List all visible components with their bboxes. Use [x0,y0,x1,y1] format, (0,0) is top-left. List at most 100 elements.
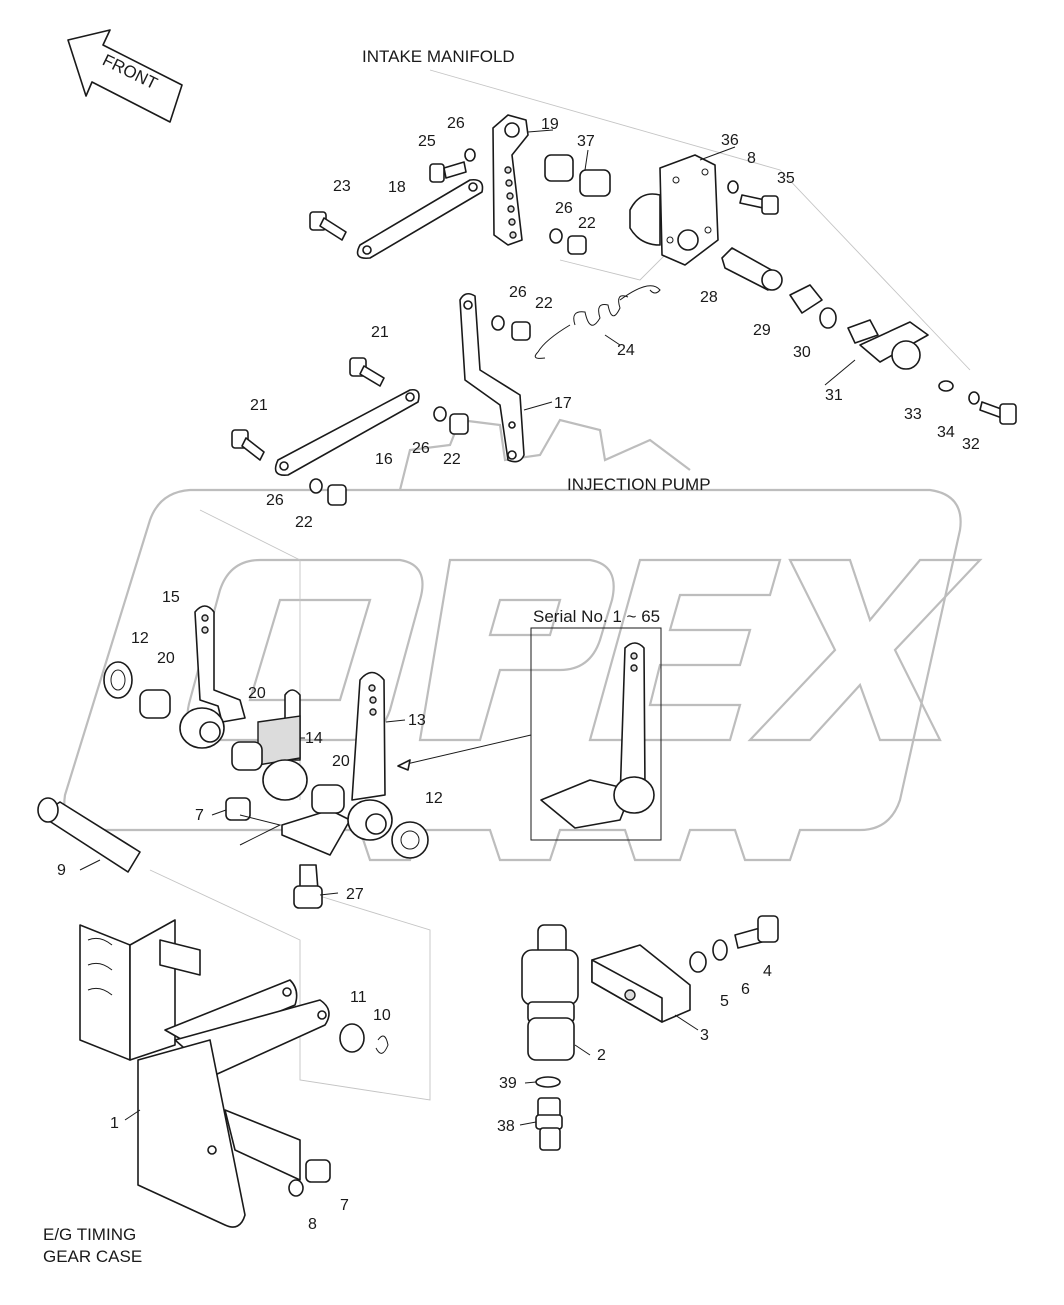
callout-9: 9 [57,862,66,879]
callout-34: 34 [937,424,955,441]
part-26-washer-mid [549,228,563,244]
part-30-clip [819,307,837,329]
callout-15: 15 [162,589,180,606]
callout-20-b: 20 [248,685,266,702]
part-31-plate [847,319,929,370]
callout-22-left: 22 [295,514,313,531]
part-14-lever [231,689,308,801]
callout-26-top: 26 [447,115,465,132]
callout-14: 14 [305,730,323,747]
callout-13: 13 [408,712,426,729]
callout-18: 18 [388,179,406,196]
callout-39: 39 [499,1075,517,1092]
part-16-link [274,388,420,477]
part-32-bolt [979,401,1017,425]
timing-case-label-line2: GEAR CASE [43,1247,142,1266]
part-18-link [356,178,484,260]
part-3-block [591,944,691,1023]
part-24-spring [534,285,661,359]
part-13-lever [281,671,393,856]
part-22-nut-mid [567,235,587,255]
callout-30: 30 [793,344,811,361]
part-20-bushing-right [311,784,345,814]
callout-numbers: 1 2 3 4 5 6 7 7 8 8 9 10 11 12 12 13 14 … [57,115,980,1233]
part-12-washer-right [391,821,429,859]
part-34-washer [968,391,980,405]
part-17-lever [459,292,525,463]
part-23-bolt [309,211,347,241]
part-8-washer-top [727,180,739,194]
part-26-washer-upper [491,315,505,331]
serial-inset-box [530,627,662,841]
callout-20-c: 20 [332,753,350,770]
callout-36: 36 [721,132,739,149]
callout-32: 32 [962,436,980,453]
part-9-pin [37,797,141,873]
callout-37: 37 [577,133,595,150]
part-26-washer-right [433,406,447,422]
part-25-bolt [429,161,467,183]
callout-26-right: 26 [412,440,430,457]
part-2-body [521,924,579,1061]
front-arrow: FRONT [67,29,183,123]
callout-1: 1 [110,1115,119,1132]
watermark [63,418,983,862]
ghost-line-bracket [149,869,431,1101]
watermark-letter-e [588,558,782,742]
part-21-bolt-upper [349,357,385,387]
callout-21-upper: 21 [371,324,389,341]
part-22-nut-upper [511,321,531,341]
part-27-bolt [293,864,323,909]
callout-29: 29 [753,322,771,339]
part-7-nut-bottom [305,1159,331,1183]
part-22-nut-right [449,413,469,435]
callout-7-mid: 7 [195,807,204,824]
part-6-washer [712,939,728,961]
callout-5: 5 [720,993,729,1010]
callout-20-a: 20 [157,650,175,667]
callout-8-top: 8 [747,150,756,167]
part-11-washer [339,1023,365,1053]
callout-26-left: 26 [266,492,284,509]
callout-27: 27 [346,886,364,903]
part-26-washer-top [464,148,476,162]
part-39-o-ring [535,1076,561,1088]
callout-12-left: 12 [131,630,149,647]
part-38-fitting [535,1097,563,1151]
watermark-letter-p [418,558,615,742]
part-15-arm [179,605,246,749]
serial-number-label: Serial No. 1 ~ 65 [533,607,660,626]
callout-12-right: 12 [425,790,443,807]
watermark-letter-x [747,558,983,742]
callout-10: 10 [373,1007,391,1024]
part-10-clip [375,1035,389,1054]
callout-16: 16 [375,451,393,468]
timing-case-label-line1: E/G TIMING [43,1225,136,1244]
callout-23: 23 [333,178,351,195]
serial-inset-arrow [397,734,532,767]
callout-2: 2 [597,1047,606,1064]
callout-22-mid: 22 [578,215,596,232]
callout-11: 11 [350,989,367,1006]
part-22-nut-left [327,484,347,506]
callout-33: 33 [904,406,922,423]
callout-24: 24 [617,342,635,359]
callout-35: 35 [777,170,795,187]
part-5-washer [689,951,707,973]
part-37-bushing-a [544,154,574,182]
callout-22-right: 22 [443,451,461,468]
callout-8-bottom: 8 [308,1216,317,1233]
callout-4: 4 [763,963,772,980]
part-33-washer [938,380,954,392]
part-28-shaft [721,247,783,291]
callout-7-bottom: 7 [340,1197,349,1214]
callout-26-upper: 26 [509,284,527,301]
part-26-washer-left [309,478,323,494]
callout-26-mid: 26 [555,200,573,217]
callout-6: 6 [741,981,750,998]
part-1-bracket [79,919,330,1228]
part-8-washer-bottom [288,1179,304,1197]
part-35-bolt [739,194,779,215]
part-21-bolt-lower [231,429,265,461]
